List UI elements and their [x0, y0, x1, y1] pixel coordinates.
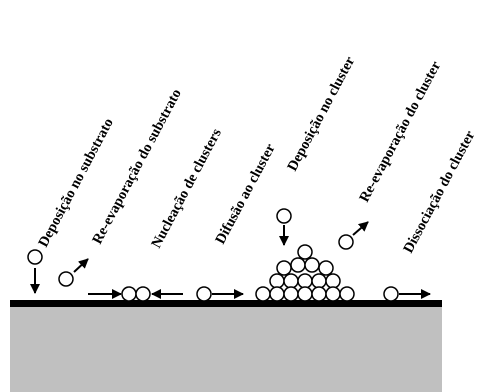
adatom-circle-icon [383, 286, 399, 302]
substrate [10, 306, 442, 392]
label-diffusion-to-cluster: Difusão ao cluster [212, 141, 279, 247]
arrow-icon [352, 221, 369, 236]
cluster-nucleation-group [88, 286, 183, 302]
adatom-circle-icon [121, 286, 137, 302]
reevaporation-cluster-group [338, 221, 369, 250]
substrate-surface [10, 300, 442, 307]
adatom-circle-icon [27, 249, 43, 265]
adatom-circle-icon [58, 271, 74, 287]
adatom-circle-icon [276, 208, 292, 224]
arrow-icon [73, 258, 89, 273]
reevaporation-substrate-group [58, 258, 89, 287]
cluster-island [255, 244, 355, 302]
adatom-circle-icon [338, 234, 354, 250]
deposition-cluster-group [255, 208, 355, 302]
adatom-circle-icon [135, 286, 151, 302]
label-reevaporation-cluster: Re-evaporação do cluster [356, 58, 444, 205]
label-deposition-cluster: Deposição no cluster [284, 54, 358, 174]
diffusion-to-cluster-group [196, 286, 244, 302]
label-cluster-dissociation: Dissociação do cluster [400, 128, 478, 256]
cluster-dissociation-group [383, 286, 431, 302]
label-cluster-nucleation: Nucleação de clusters [148, 126, 225, 251]
deposition-substrate-group [27, 249, 43, 294]
adatom-circle-icon [196, 286, 212, 302]
